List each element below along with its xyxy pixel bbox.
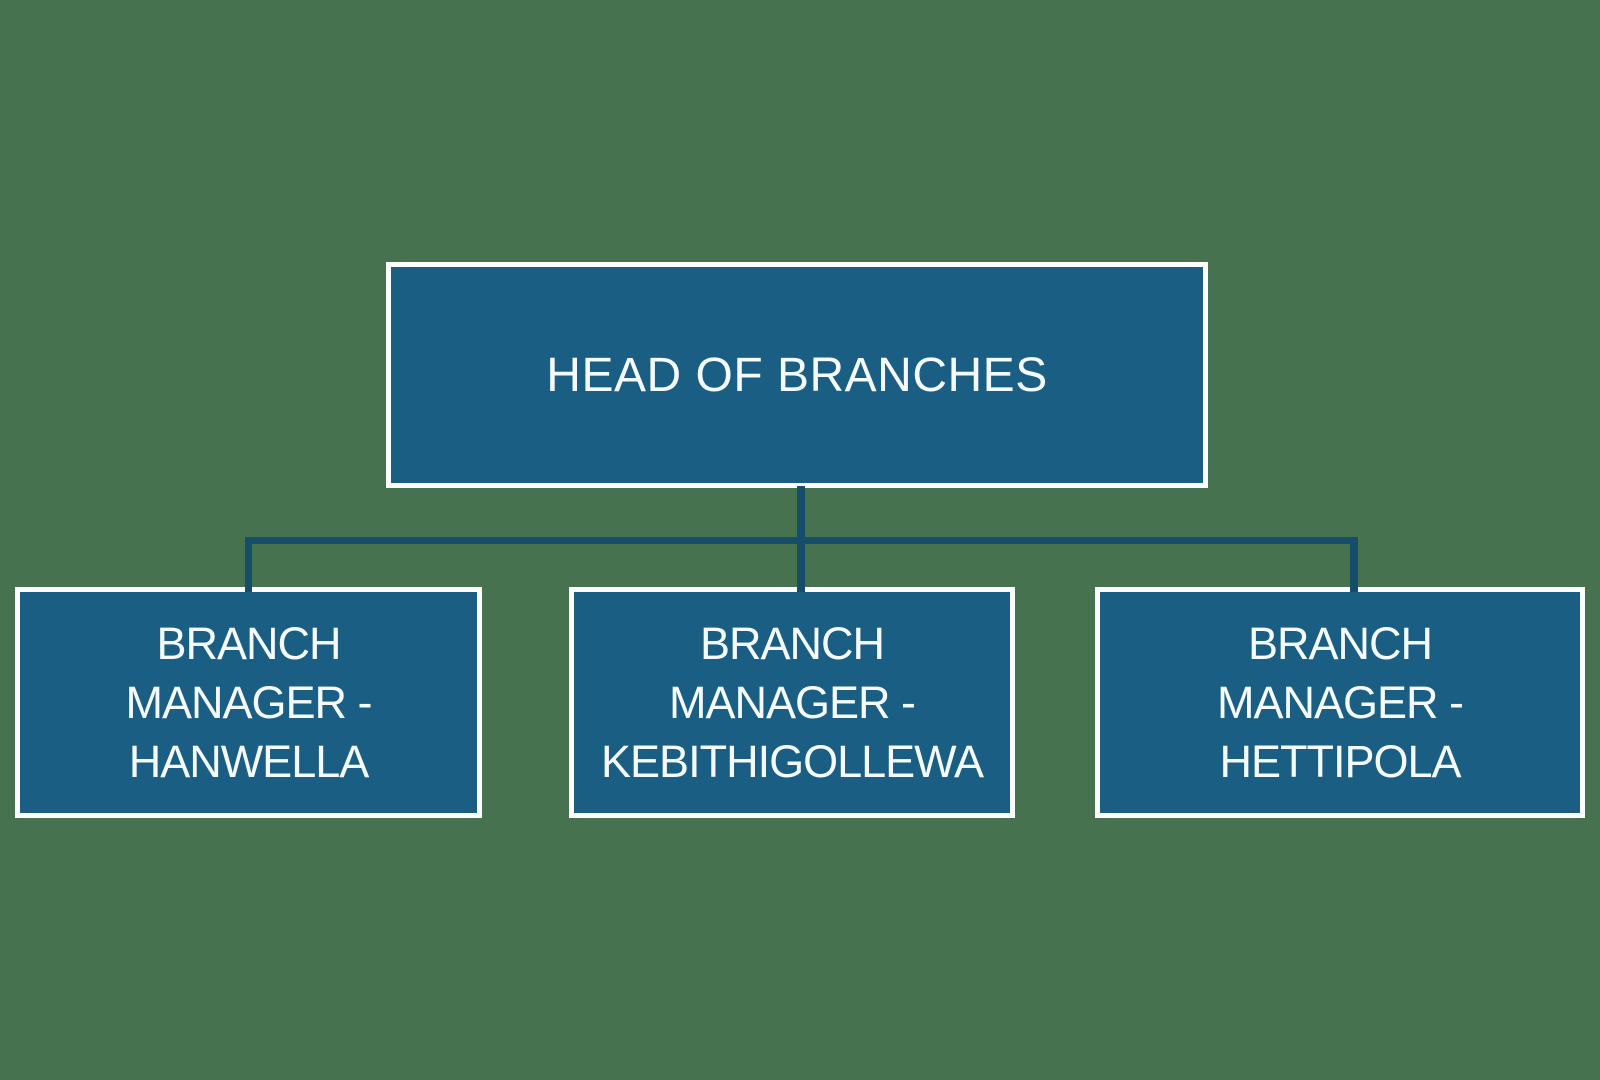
org-node-head-of-branches: HEAD OF BRANCHES — [386, 262, 1208, 488]
org-node-branch-manager-hanwella: BRANCH MANAGER - HANWELLA — [15, 587, 482, 818]
label-line: KEBITHIGOLLEWA — [601, 736, 984, 787]
label-line: HANWELLA — [128, 736, 370, 787]
label-line: MANAGER - — [1216, 677, 1464, 728]
label-line: BRANCH — [156, 618, 341, 669]
org-node-head-label: HEAD OF BRANCHES — [546, 348, 1048, 402]
label-line: MANAGER - — [668, 677, 916, 728]
org-node-branch-manager-kebithigollewa: BRANCH MANAGER - KEBITHIGOLLEWA — [569, 587, 1015, 818]
connector-drop-left — [245, 537, 252, 592]
label-line: MANAGER - — [125, 677, 372, 728]
connector-drop-right — [1350, 537, 1358, 592]
org-node-label: BRANCH MANAGER - KEBITHIGOLLEWA — [574, 614, 1010, 791]
connector-horizontal-bar — [245, 537, 1358, 544]
label-line: BRANCH — [699, 618, 885, 669]
label-line: BRANCH — [1247, 618, 1433, 669]
org-node-branch-manager-hettipola: BRANCH MANAGER - HETTIPOLA — [1095, 587, 1585, 818]
org-node-label: BRANCH MANAGER - HETTIPOLA — [1100, 614, 1580, 791]
label-line: HETTIPOLA — [1219, 736, 1461, 787]
org-node-label: BRANCH MANAGER - HANWELLA — [20, 614, 477, 791]
